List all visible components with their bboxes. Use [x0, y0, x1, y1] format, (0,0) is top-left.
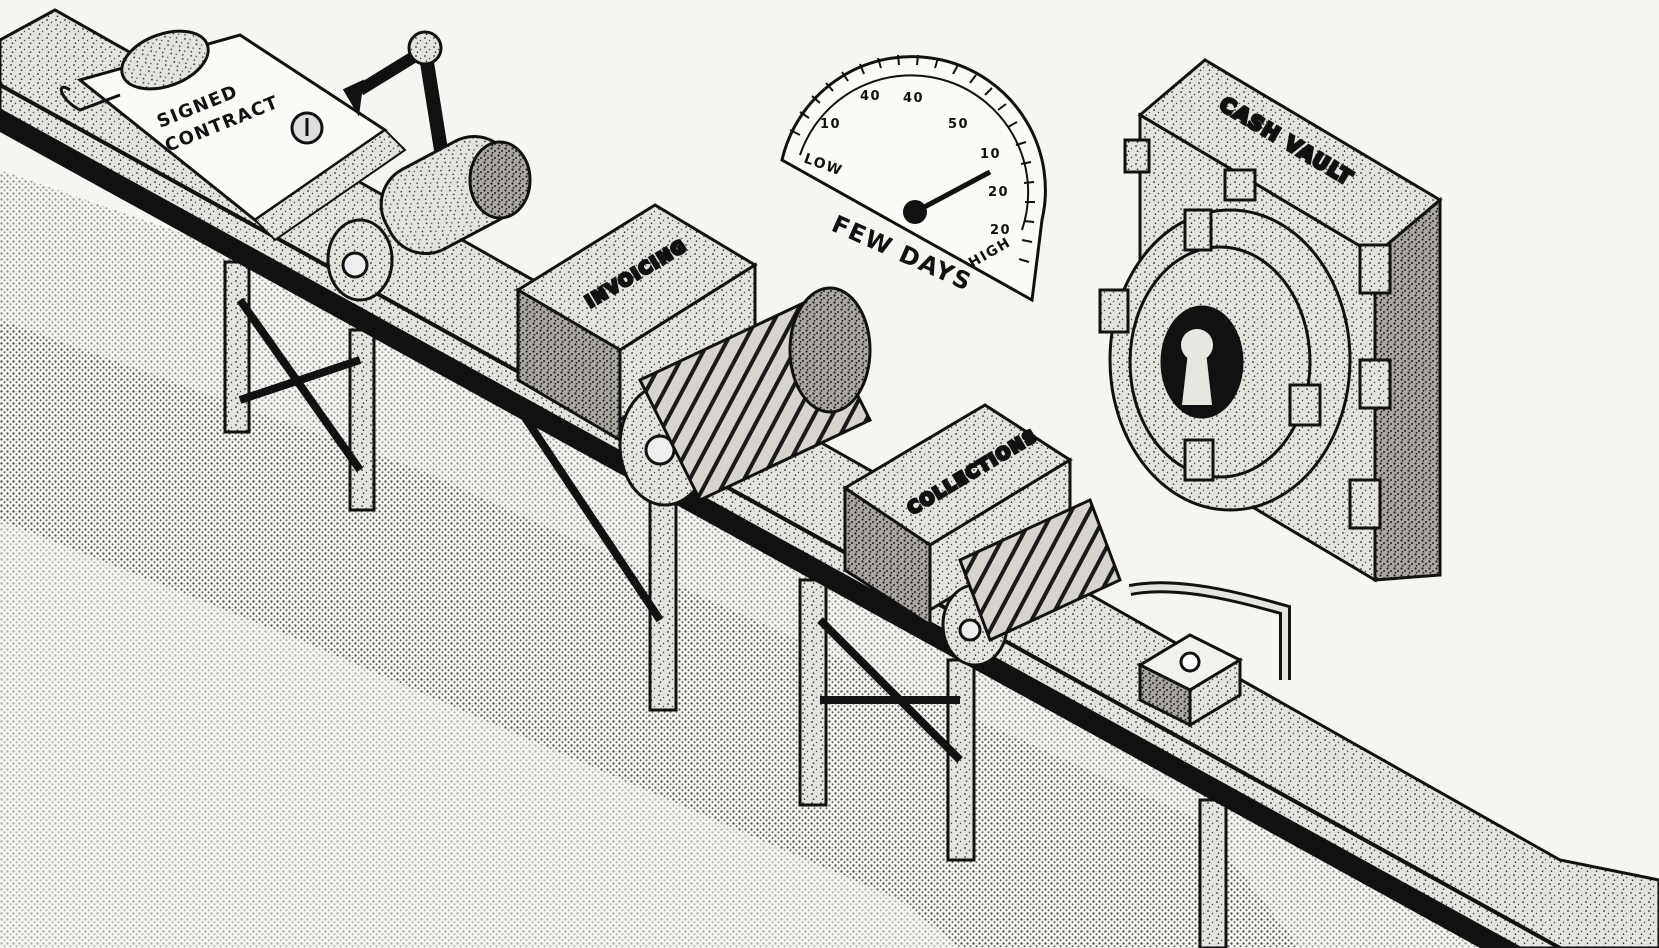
- gauge-pivot: [903, 200, 927, 224]
- gauge-tick-20a: 20: [988, 185, 1009, 200]
- collections-station: COLLECTIONS: [842, 403, 1122, 667]
- invoicing-station: INVOICING: [515, 203, 873, 507]
- gauge-needle: [913, 169, 992, 215]
- gauge-tick-50: 50: [948, 117, 969, 132]
- gauge-tick-40b: 40: [903, 91, 924, 106]
- cash-stack: [1136, 633, 1244, 728]
- signed-contract-document: SIGNED CONTRACT: [59, 29, 407, 242]
- vault-bolts: [1098, 138, 1392, 530]
- roller-assembly-contract: [326, 135, 532, 302]
- cycle-time-gauge: 10 40 40 50 10 20 20 LOW HIGH FEW DAYS: [780, 54, 1047, 303]
- cash-vault: CASH VAULT: [1098, 58, 1443, 583]
- gauge-tick-10a: 10: [820, 117, 841, 132]
- conveyor-legs: [223, 260, 1228, 948]
- gauge-tick-10b: 10: [980, 147, 1001, 162]
- keyhole-icon: [1181, 329, 1213, 405]
- gauge-tick-20b: 20: [990, 223, 1011, 238]
- contract-seal-icon: [290, 111, 324, 145]
- gauge-tick-40a: 40: [860, 89, 881, 104]
